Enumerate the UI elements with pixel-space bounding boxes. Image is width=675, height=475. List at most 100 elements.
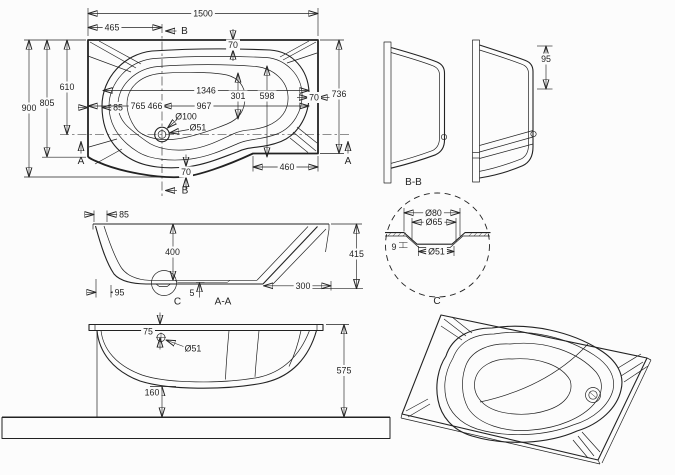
persp-rim-outline	[436, 325, 623, 443]
dim-301: 301	[228, 73, 248, 119]
dim-overall-length: 1500	[88, 8, 318, 36]
section-a-left-label: A	[78, 156, 85, 167]
section-marker-a-right: A	[345, 142, 352, 167]
dim-95-end2: 95	[537, 46, 553, 89]
dim-598: 598	[257, 66, 277, 157]
dim-466-label: 466	[148, 101, 163, 111]
plan-skirt-outline	[87, 39, 319, 179]
dim-70-right-label: 70	[309, 93, 319, 103]
elev-overflow	[156, 332, 166, 343]
plan-dimensions: 1500 465 B 70 610 805	[19, 8, 352, 197]
aa-seat-slopes	[256, 226, 330, 285]
plan-inner-rim-outline	[108, 56, 303, 161]
dim-160-label: 160	[145, 388, 160, 398]
dim-85-plan-label: 85	[113, 103, 123, 113]
dim-d65: Ø65	[412, 216, 456, 242]
end2-overflow-mark	[530, 130, 537, 138]
dim-400: 400	[163, 224, 182, 280]
dim-95-end2-label: 95	[541, 54, 551, 64]
section-marker-b-bottom: B	[166, 186, 189, 197]
dim-300: 300	[264, 280, 332, 292]
dim-460: 460	[253, 156, 318, 173]
dim-70-bottom: 70	[179, 154, 193, 190]
dim-d80: Ø80	[404, 207, 460, 236]
detail-c-view: Ø80 Ø65 Ø51 9 C	[385, 192, 491, 307]
dim-95-aa-label: 95	[115, 287, 125, 297]
dim-465-label: 465	[105, 23, 120, 33]
aa-drain-dimple	[155, 283, 171, 287]
section-end-view-2: 95	[472, 39, 553, 183]
end2-skirt-lines	[472, 130, 534, 159]
elevation-view: 75 Ø51 575 160	[1, 312, 391, 439]
elev-body-inner-line	[100, 330, 310, 383]
aa-dimensions: 85 400 415 95 5	[85, 209, 366, 308]
persp-inner-rim-outline	[444, 331, 614, 435]
elev-rim-bar	[88, 323, 324, 332]
dim-465: 465	[88, 22, 162, 33]
dim-70-bottom-label: 70	[181, 167, 191, 177]
persp-drain-hole	[588, 390, 598, 400]
end2-outer-profile	[479, 44, 534, 179]
elev-body-outline	[96, 330, 318, 389]
section-b-bottom-label: B	[182, 186, 189, 197]
bb-inner-profile	[390, 52, 440, 164]
section-bb-view: B-B	[383, 41, 448, 188]
dim-610-label: 610	[60, 82, 75, 92]
section-b-top-label: B	[181, 26, 188, 37]
section-marker-a-left: A	[78, 142, 85, 167]
elev-panel-seams	[225, 330, 302, 380]
dim-9: 9	[392, 242, 408, 252]
dim-9-label: 9	[392, 242, 397, 252]
dim-460-label: 460	[280, 162, 295, 172]
dim-85-aa-label: 85	[119, 210, 129, 220]
dim-400-label: 400	[165, 247, 180, 257]
dim-d51-detail: Ø51	[419, 246, 455, 257]
detail-c-boundary-circle	[385, 192, 490, 298]
end2-inner-profile	[479, 49, 529, 172]
detail-c-label: C	[433, 296, 440, 307]
ground	[1, 416, 391, 439]
end2-wall-flange	[472, 39, 480, 183]
ground-hatching	[1, 417, 391, 439]
bb-outer-profile	[390, 46, 446, 169]
drain-hole-circle	[157, 130, 167, 139]
dim-85-aa: 85	[85, 209, 131, 222]
dim-765-466: 765 466	[88, 100, 165, 112]
dim-415: 415	[299, 224, 366, 289]
dim-736: 736	[320, 40, 349, 154]
dim-967-label: 967	[197, 101, 212, 111]
dim-415-label: 415	[349, 249, 364, 259]
dim-70-top: 70	[226, 29, 240, 61]
plan-view: 1500 465 B 70 610 805	[19, 8, 352, 197]
dim-805: 805	[37, 40, 86, 158]
dim-967: 967	[162, 100, 309, 112]
dim-805-label: 805	[40, 98, 55, 108]
dim-d65-label: Ø65	[426, 217, 443, 227]
dim-575-label: 575	[337, 366, 352, 376]
dim-overflow-label: Ø51	[185, 344, 202, 354]
dim-575: 575	[326, 325, 354, 418]
dim-70-right: 70	[297, 92, 330, 103]
dim-75: 75	[141, 312, 160, 350]
dim-610: 610	[57, 40, 77, 135]
plan-basin-bottom-outline	[126, 71, 246, 140]
persp-seat-edge	[479, 343, 589, 403]
detail-section-hatching	[387, 232, 488, 237]
persp-drain-rim	[585, 387, 601, 403]
dim-1500-label: 1500	[193, 9, 213, 19]
dim-70-top-label: 70	[228, 40, 238, 50]
dim-d51-detail-label: Ø51	[428, 247, 445, 257]
section-aa-view: 85 400 415 95 5	[85, 209, 366, 308]
leader-drain-rim: Ø100	[168, 112, 197, 129]
dim-1346-label: 1346	[196, 86, 216, 96]
dim-drain-hole-label: Ø51	[190, 123, 207, 133]
dim-301-label: 301	[231, 91, 246, 101]
leader-overflow: Ø51	[166, 340, 201, 354]
dim-160: 160	[142, 387, 176, 418]
dim-75-label: 75	[143, 327, 153, 337]
perspective-view	[400, 314, 652, 465]
section-a-right-label: A	[345, 156, 352, 167]
bb-wall-flange	[383, 41, 392, 184]
